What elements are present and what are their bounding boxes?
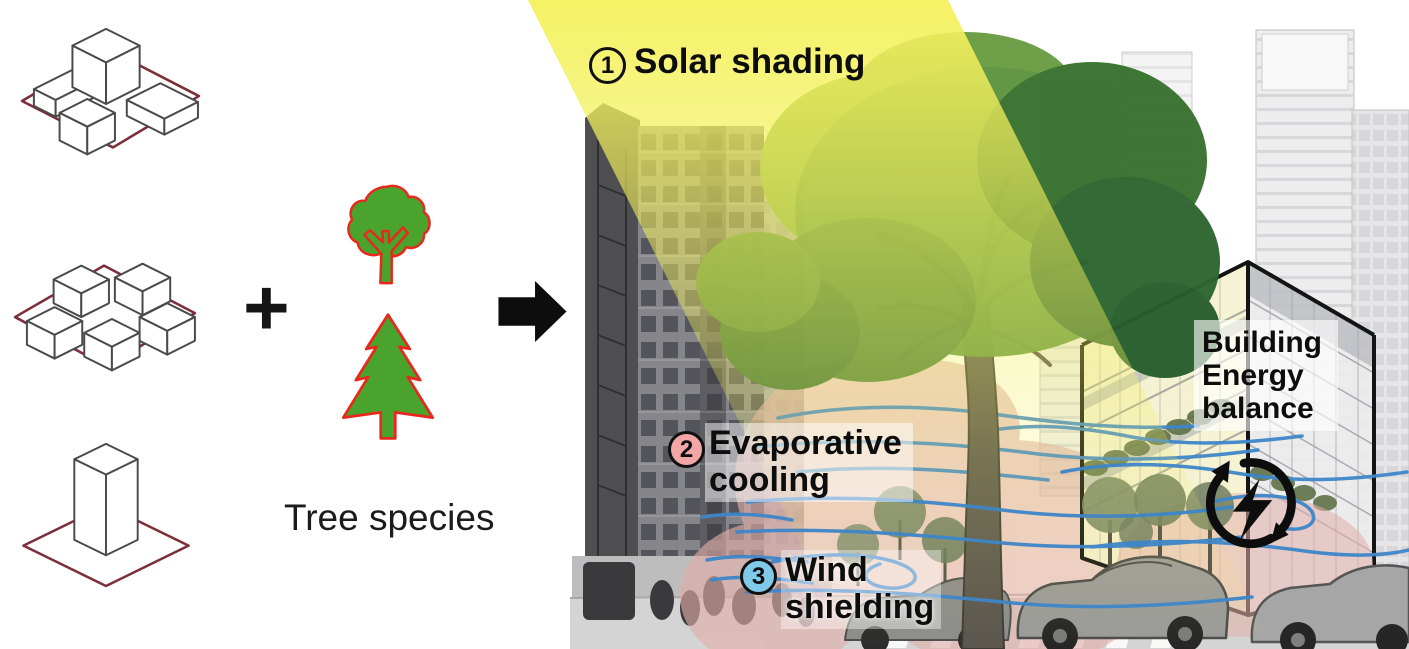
courtyard-blocks-morphology-icon [13,262,197,372]
energy-cycle-icon [1206,458,1296,549]
evaporative-cooling-label: Evaporative cooling [705,423,913,502]
deciduous-tree-icon [347,184,431,285]
annotation-badge-3: 3 [740,558,777,595]
wind-shielding-label: Wind shielding [781,550,941,629]
single-tower-morphology-icon [22,442,190,588]
solar-beam [528,0,1273,649]
car-right [1250,564,1409,649]
lightning-bolt-icon [1232,478,1273,540]
right-arrow-icon [498,281,567,342]
tree-species-label: Tree species [284,497,495,538]
building-energy-balance-label: Building Energy balance [1194,320,1338,431]
annotation-badge-2: 2 [668,431,705,468]
annotation-badge-1: 1 [589,47,626,84]
plus-sign: + [243,263,290,352]
solar-shading-label: Solar shading [634,42,866,81]
conifer-tree-icon [341,313,435,440]
slab-blocks-morphology-icon [20,27,201,156]
